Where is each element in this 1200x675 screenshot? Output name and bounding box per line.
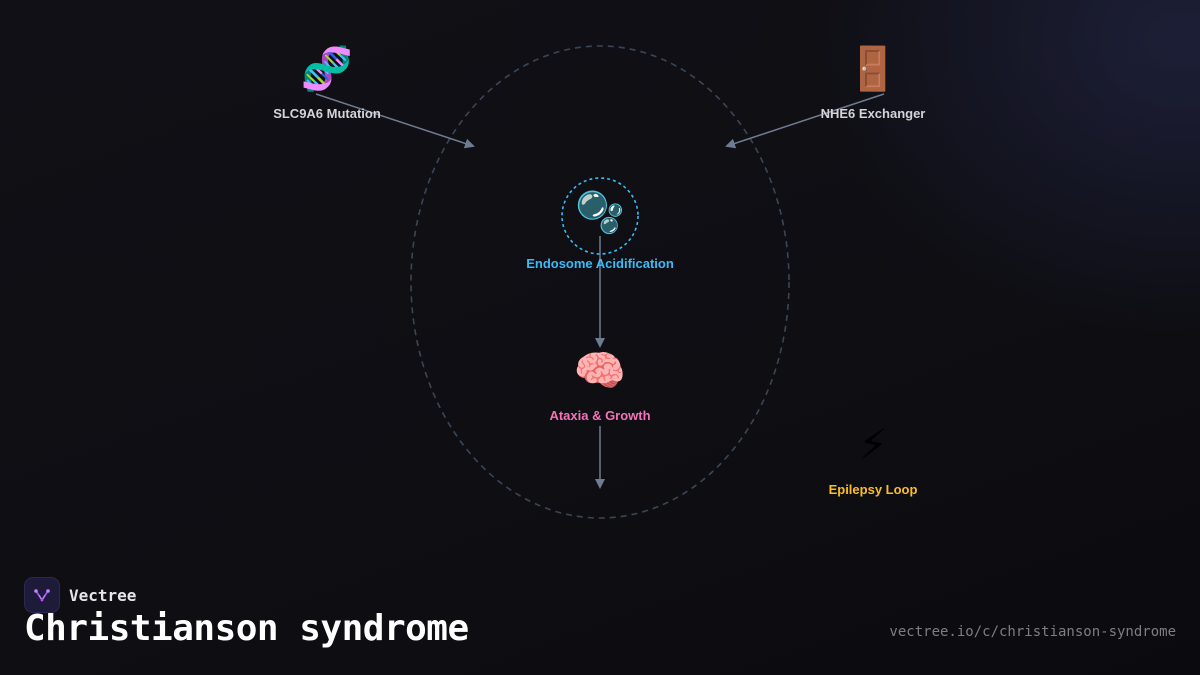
node-label: Ataxia & Growth <box>549 408 651 423</box>
brand-name: Vectree <box>69 585 137 605</box>
arrow-exchanger-to-cycle <box>725 93 885 149</box>
node-epilepsy-loop[interactable]: ⚡ Epilepsy Loop <box>763 420 983 497</box>
node-label: NHE6 Exchanger <box>820 106 926 121</box>
arrow-mutation-to-cycle <box>315 93 475 149</box>
cycle-outline <box>410 45 790 519</box>
lightning-icon: ⚡ <box>858 420 888 469</box>
vectree-logo-icon <box>24 577 60 613</box>
dna-icon: 🧬 <box>300 44 354 93</box>
endosome-ring <box>561 177 639 255</box>
page-url[interactable]: vectree.io/c/christianson-syndrome <box>889 624 1176 640</box>
node-label: Epilepsy Loop <box>828 482 918 497</box>
node-slc9a6-mutation[interactable]: 🧬 SLC9A6 Mutation <box>217 44 437 121</box>
node-label: Endosome Acidification <box>526 256 674 271</box>
door-icon: 🚪 <box>846 44 900 93</box>
node-endosome-acidification[interactable]: 🫧 Endosome Acidification <box>490 186 710 271</box>
bubbles-icon: 🫧 <box>575 190 625 236</box>
brand[interactable]: Vectree <box>24 577 136 613</box>
brain-icon: 🧠 <box>573 346 627 395</box>
node-ataxia-growth[interactable]: 🧠 Ataxia & Growth <box>490 346 710 423</box>
node-label: SLC9A6 Mutation <box>273 106 381 121</box>
page-title: Christianson syndrome <box>24 608 469 649</box>
node-nhe6-exchanger[interactable]: 🚪 NHE6 Exchanger <box>763 44 983 121</box>
